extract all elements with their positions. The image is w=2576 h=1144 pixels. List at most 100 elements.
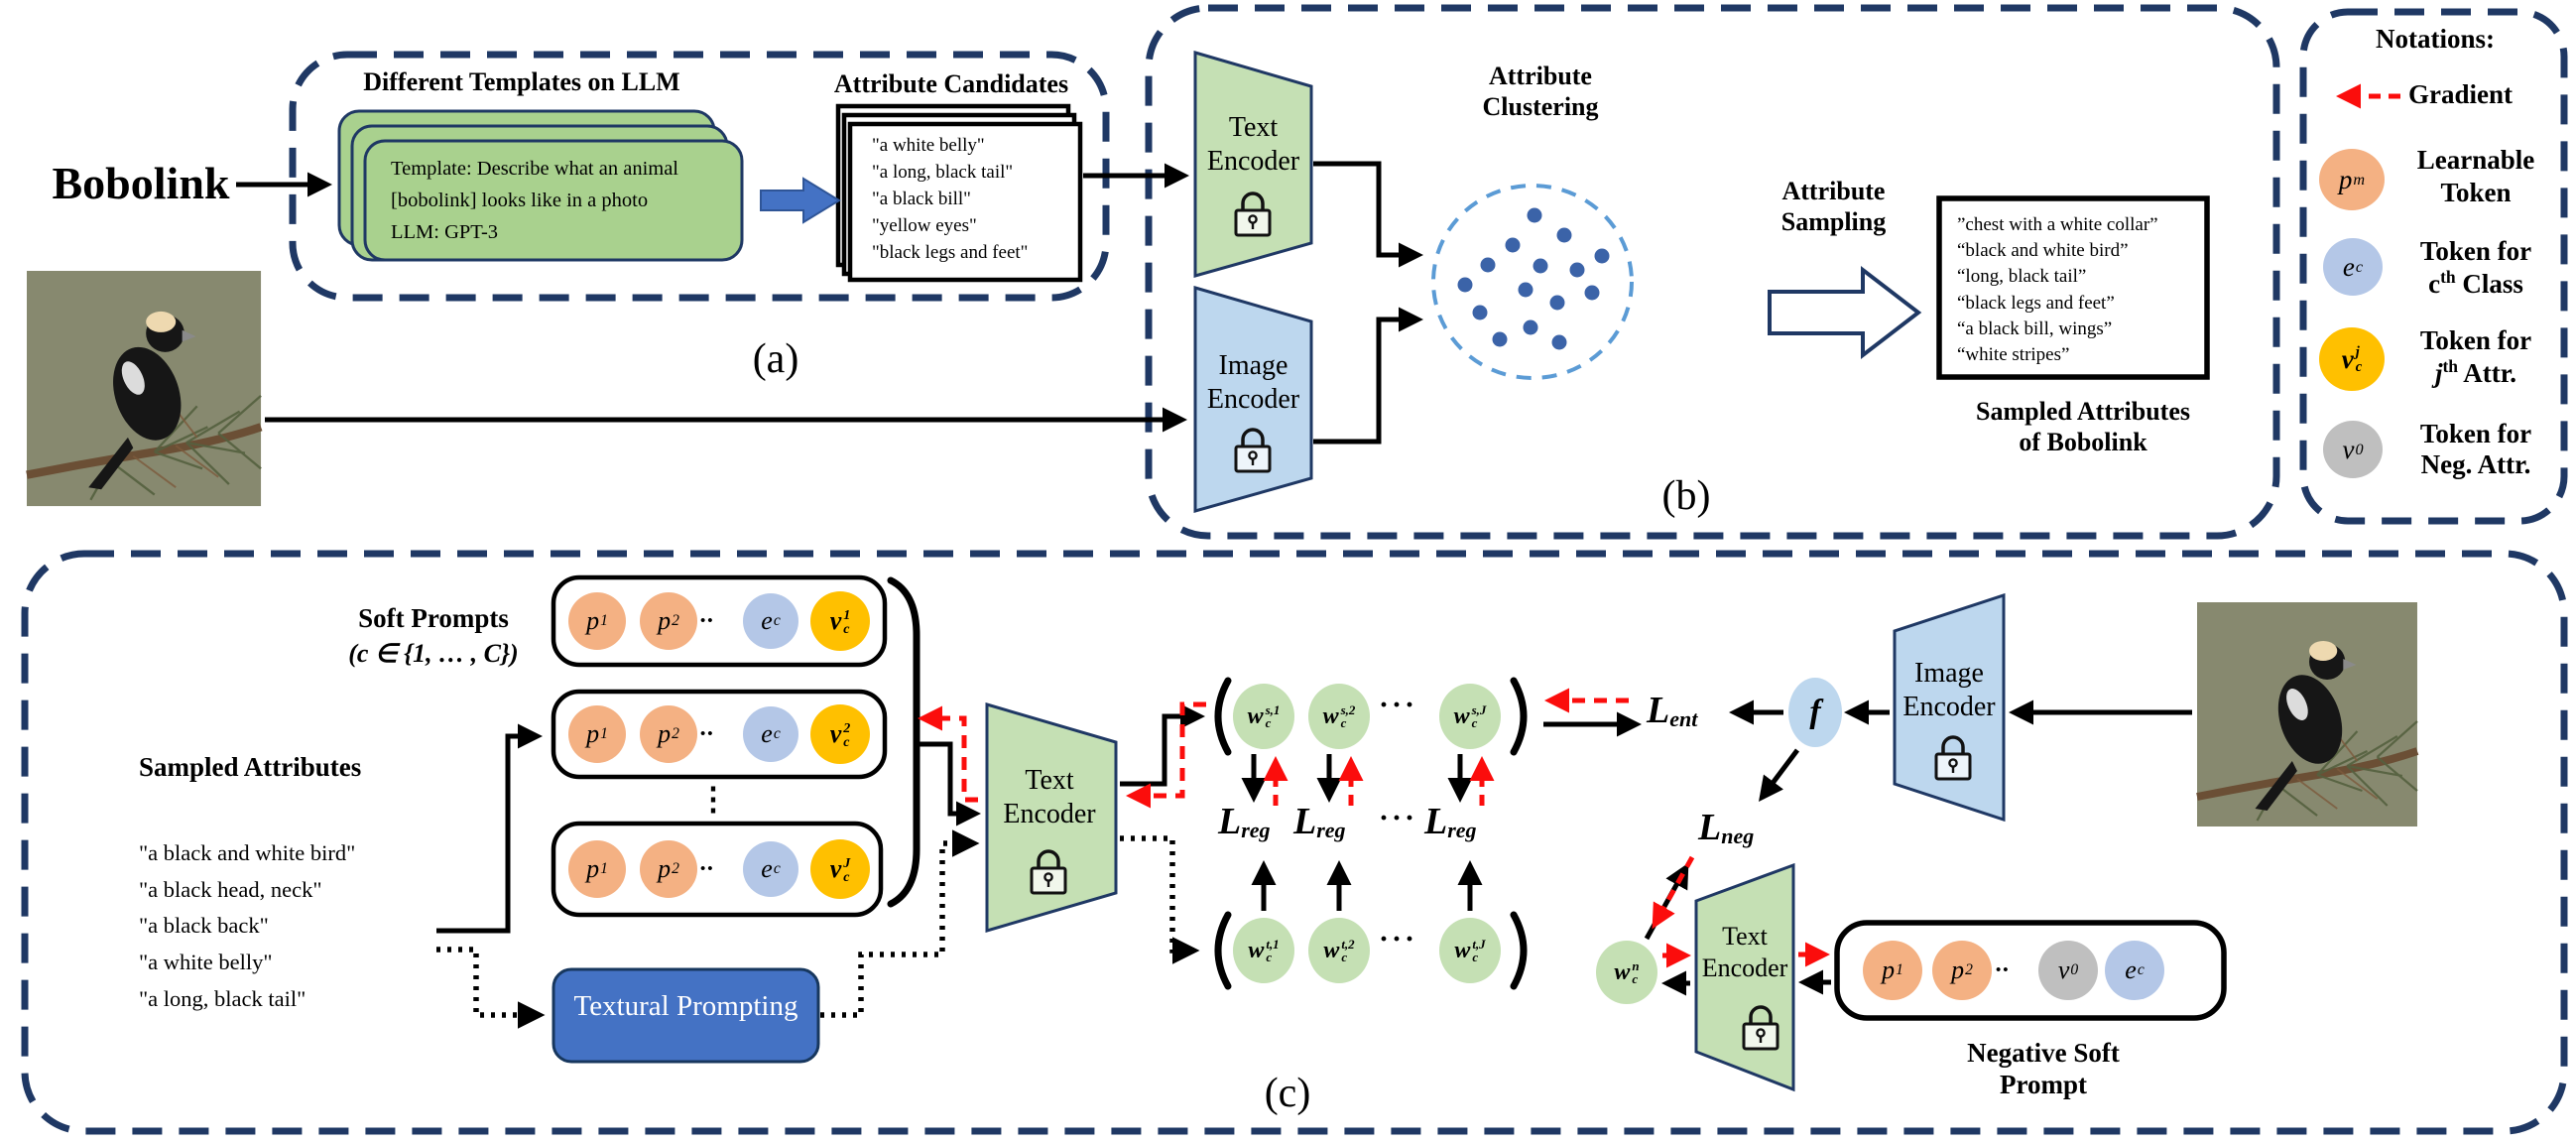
- rows-vertical-dots: ⋮: [697, 781, 729, 817]
- dotted-arrow-textural-to-encoder: [820, 829, 980, 1018]
- gradient-label: Gradient: [2408, 79, 2513, 109]
- image-encoder-c-shape: [1893, 592, 2006, 823]
- neg-loss: Lneg: [1698, 807, 1755, 849]
- reg-loss-arrows: [1241, 754, 1495, 911]
- template-card-text: Template: Describe what an animal [bobol…: [391, 158, 679, 243]
- panel-b-label: (b): [1661, 473, 1711, 519]
- reg-dots: ···: [1379, 802, 1418, 834]
- image-encoder-b-shape: [1193, 286, 1313, 513]
- wt-dots: ···: [1379, 923, 1418, 955]
- f-feature-token: f: [1788, 678, 1842, 747]
- bobolink-photo-c: [2197, 602, 2417, 826]
- arrow-image-encoder-to-cluster: [1313, 307, 1423, 445]
- blue-block-arrow-icon: [760, 177, 841, 224]
- cluster-dots: [1457, 207, 1610, 350]
- arrow-prompts-to-text-encoder: [917, 741, 981, 826]
- templates-title: Different Templates on LLM: [363, 67, 680, 96]
- notation-v0-label: Token for Neg. Attr.: [2419, 419, 2532, 480]
- dotted-arrow-encoder-to-wt: [1120, 835, 1200, 964]
- class-name-label: Bobolink: [52, 158, 230, 208]
- sampled-attributes-c-title: Sampled Attributes: [139, 752, 362, 782]
- sampling-block-arrow-icon: [1768, 265, 1922, 360]
- textural-prompting-box: [552, 967, 820, 1064]
- gradient-arrow-ws-to-encoder: [1126, 701, 1206, 809]
- section-c-border: [21, 550, 2568, 1135]
- soft-prompt-row-1-box: [551, 574, 888, 668]
- neg-dots: ••: [1996, 962, 2011, 978]
- arrow-f-to-neg-loss: [1759, 748, 1799, 802]
- textural-prompting-label: Textural Prompting: [573, 990, 798, 1022]
- prompt-rows-bracket: [887, 576, 920, 908]
- attribute-cluster-ellipse: [1431, 184, 1634, 380]
- sampled-attributes-c-list: "a black and white bird" "a black head, …: [139, 840, 356, 1011]
- gradient-arrow-encoder-to-prompts: [918, 705, 978, 803]
- ws-close-paren: [1510, 677, 1528, 756]
- notation-ec-label: Token for cth Class: [2419, 236, 2532, 300]
- row3-dots: ••: [700, 861, 715, 877]
- candidates-list: "a white belly" "a long, black tail" "a …: [872, 135, 1029, 263]
- section-b-border: [1145, 4, 2280, 540]
- arrow-encoder-to-ws: [1120, 703, 1205, 787]
- candidates-title: Attribute Candidates: [833, 69, 1069, 98]
- wt-open-paren: [1214, 911, 1232, 990]
- ws-dots: ···: [1379, 689, 1418, 721]
- notations-border: [2299, 8, 2568, 525]
- notations-title: Notations:: [2376, 24, 2495, 54]
- sampled-attributes-box: [1936, 195, 2210, 380]
- soft-prompts-title: Soft Prompts: [358, 603, 509, 633]
- text-encoder-c-shape: [985, 701, 1118, 934]
- reg-loss-1: Lreg: [1218, 801, 1271, 843]
- notation-vcj-label: Token for jth Attr.: [2419, 325, 2532, 389]
- template-card-stack: [337, 109, 744, 262]
- panel-a-label: (a): [752, 336, 799, 382]
- candidates-card-stack: [835, 103, 1083, 283]
- arrow-text-encoder-to-cluster: [1313, 161, 1423, 268]
- soft-prompt-row-2-box: [551, 689, 888, 780]
- sampled-attributes-list: ”chest with a white collar” “black and w…: [1957, 214, 2158, 366]
- arrow-attributes-to-prompt-row: [436, 723, 543, 934]
- reg-loss-2: Lreg: [1293, 801, 1346, 843]
- row2-dots: ••: [700, 726, 715, 742]
- soft-prompts-subtitle: (c ∈ {1, … , C}): [348, 639, 519, 668]
- wt-close-paren: [1510, 911, 1528, 990]
- bobolink-photo: [27, 271, 261, 506]
- notation-pm-label: Learnable Token: [2416, 145, 2535, 208]
- ws-open-paren: [1214, 677, 1232, 756]
- row1-dots: ••: [700, 613, 715, 629]
